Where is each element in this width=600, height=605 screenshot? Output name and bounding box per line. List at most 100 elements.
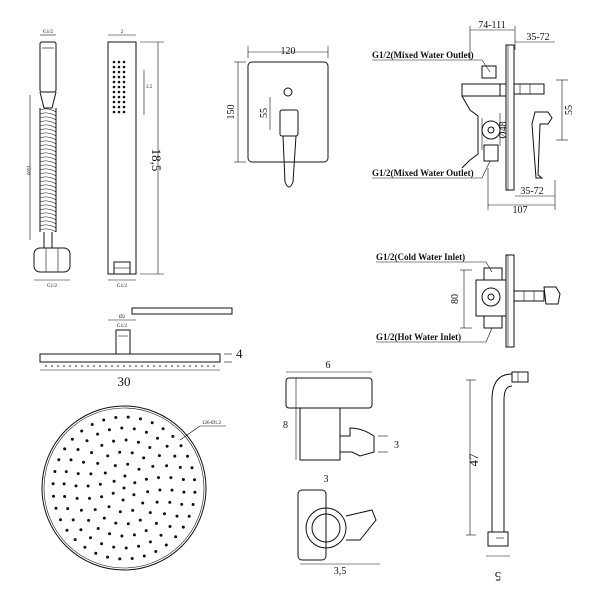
round-nozzle-dot [148, 540, 152, 544]
round-nozzle-dot [168, 525, 172, 528]
round-nozzle-dot [159, 533, 163, 537]
round-nozzle-dot [175, 514, 179, 518]
hose-coil [39, 204, 57, 209]
hose-coil [39, 192, 57, 197]
head-side-dot [117, 365, 119, 367]
hose-coil [39, 136, 57, 141]
valve-side-view: 74-111 35-72 G1/2(Mixed Water Outlet) Ø4… [372, 20, 575, 216]
hand-shower-holder-drawing: 6 8 3 3 3,5 [283, 360, 399, 577]
round-nozzle-dot [106, 555, 109, 559]
round-nozzle-dot [118, 450, 122, 454]
round-nozzle-dot [156, 436, 159, 440]
round-nozzle-dot [51, 482, 55, 486]
round-nozzle-dot [112, 439, 116, 443]
round-nozzle-dot [52, 494, 55, 498]
round-nozzle-dot [96, 527, 100, 530]
round-nozzle-dot [65, 528, 69, 532]
head-thickness-label: 4 [236, 346, 243, 361]
round-nozzle-dot [102, 418, 106, 422]
round-nozzle-dot [132, 533, 136, 537]
hose-coil [39, 164, 57, 169]
round-nozzle-dot [114, 521, 118, 525]
valve-cover-plate [247, 61, 329, 163]
round-nozzle-dot [126, 522, 130, 526]
side-right-dim: 55 [564, 105, 575, 115]
hand-nozzle-dot [112, 65, 116, 69]
round-nozzle-dot [106, 454, 110, 458]
round-nozzle-dot [86, 484, 90, 488]
round-shower-head-top-view: 126-Ø1.2 [41, 405, 226, 571]
bracket-lower-top-label: 3 [324, 474, 329, 485]
hand-nozzle-dot [122, 70, 126, 74]
hose-coil [39, 196, 57, 201]
hand-nozzle-dot [112, 60, 116, 64]
round-nozzle-dot [157, 476, 160, 480]
round-nozzle-dot [161, 427, 165, 431]
head-side-dot [123, 365, 125, 367]
round-nozzle-dot [151, 464, 155, 468]
round-nozzle-dot [168, 500, 172, 504]
hand-nozzle-dot [122, 110, 126, 114]
round-nozzle-dot [154, 521, 158, 525]
round-nozzle-dot [144, 529, 148, 533]
round-nozzle-dot [54, 506, 58, 510]
round-nozzle-dot [96, 461, 100, 465]
bottom-outlet-fitting [483, 144, 499, 162]
hose-coil [39, 200, 57, 205]
round-nozzle-dot [171, 434, 175, 438]
head-side-nozzles [45, 365, 215, 367]
round-nozzle-dot [79, 528, 83, 532]
hand-nozzle-dot [117, 100, 121, 104]
round-nozzle-dot [181, 525, 185, 529]
hand-nozzle-dot [117, 110, 121, 114]
round-nozzle-dot [150, 421, 154, 425]
round-nozzle-dot [63, 495, 67, 498]
head-disc-outer [41, 405, 207, 571]
head-side-dot [177, 365, 179, 367]
side-bottom-dim-a: 35-72 [520, 186, 543, 197]
holder-arm [299, 407, 341, 461]
hand-nozzle-dot [122, 85, 126, 89]
round-nozzle-dot [186, 454, 189, 458]
round-nozzle-dot [179, 444, 183, 448]
hose-coil [39, 144, 57, 149]
head-side-dot [111, 365, 113, 367]
round-nozzle-dot [120, 426, 124, 430]
round-nozzle-dot [88, 496, 91, 500]
round-nozzle-dot [178, 465, 182, 469]
round-nozzle-dot [112, 479, 116, 483]
round-nozzle-dot [193, 490, 197, 494]
head-side-dot [57, 365, 59, 367]
hose-coil [39, 172, 57, 177]
round-nozzle-dot [139, 417, 142, 421]
hose-length-label: 1500 [25, 165, 30, 176]
inlet-knob [543, 286, 561, 305]
outlet-bottom-label: G1/2(Mixed Water Outlet) [372, 168, 474, 178]
bracket-height-label: 8 [283, 420, 288, 431]
round-nozzle-dot [154, 550, 158, 553]
head-side-dot [87, 365, 89, 367]
round-nozzle-dot [124, 546, 128, 550]
hand-shower-length-label: 18,5 [149, 149, 164, 172]
cold-inlet-label: G1/2(Cold Water Inlet) [376, 252, 465, 262]
hose-coil [39, 124, 57, 129]
round-nozzle-dot [100, 542, 104, 546]
hand-nozzle-dot [122, 95, 126, 99]
round-nozzle-dot [137, 467, 141, 471]
round-nozzle-dot [132, 493, 136, 497]
round-nozzle-dot [137, 544, 141, 548]
nozzle-count-label: 126-Ø1.2 [202, 421, 222, 426]
shower-arm-pipe [491, 373, 513, 533]
head-side-dot [213, 365, 215, 367]
round-nozzle-dot [74, 484, 78, 488]
side-top-dim-a: 74-111 [478, 20, 506, 31]
bracket-width-label: 6 [326, 360, 331, 371]
head-side-dot [171, 365, 173, 367]
ceiling-arm [131, 307, 233, 315]
head-side-dot [207, 365, 209, 367]
round-nozzle-dot [62, 482, 66, 486]
head-side-dot [129, 365, 131, 367]
cold-inlet-fitting [483, 267, 503, 281]
hose-coil [39, 152, 57, 157]
outlet-top-label: G1/2(Mixed Water Outlet) [372, 50, 474, 60]
